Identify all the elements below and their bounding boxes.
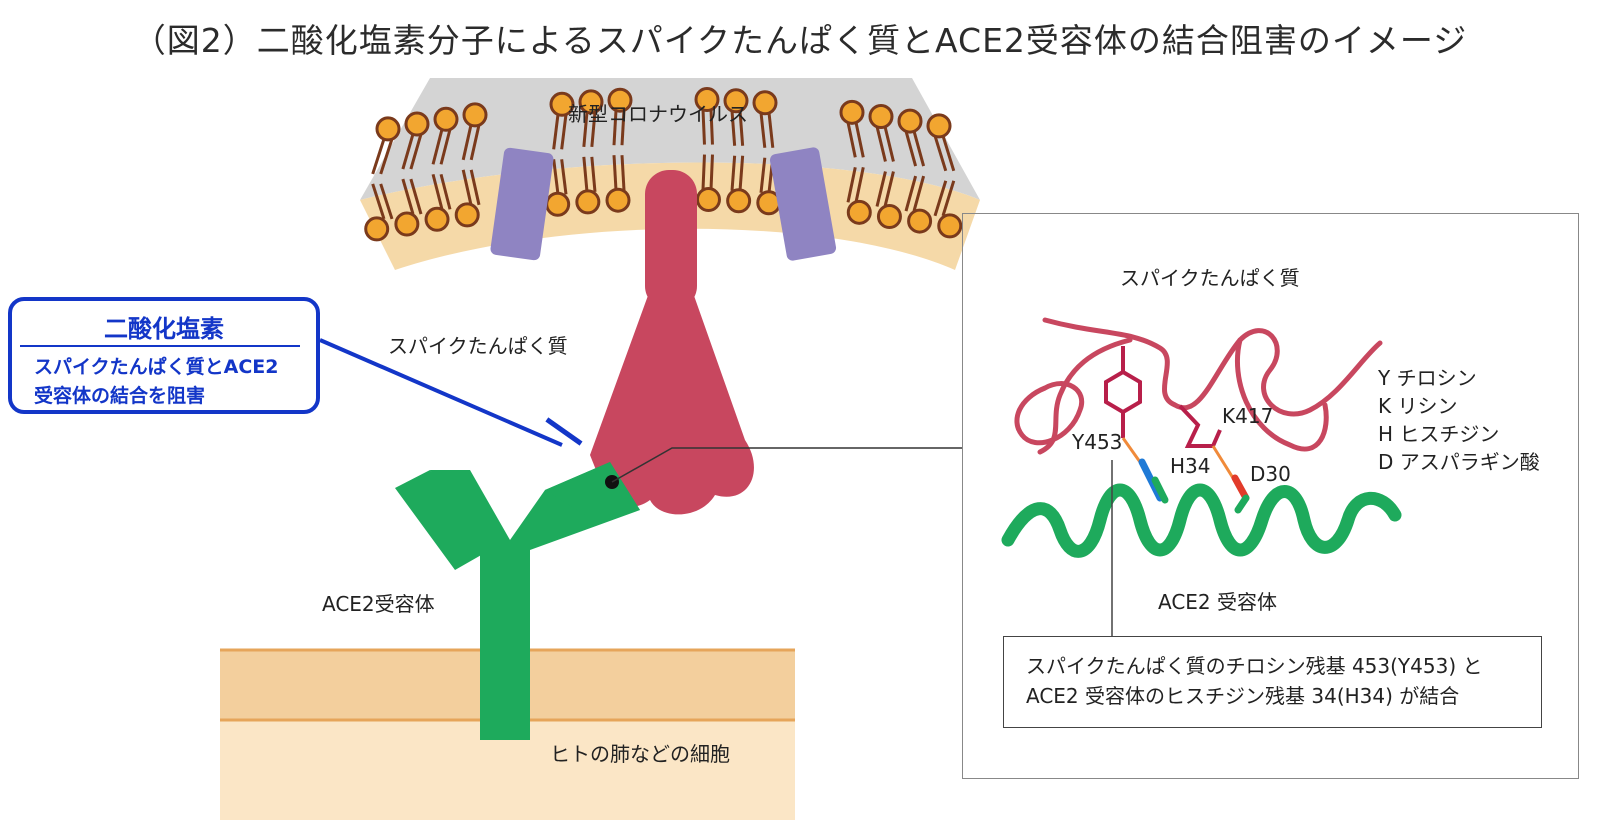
residue-y453: Y453 <box>1072 430 1123 454</box>
lipid-molecule <box>545 91 575 217</box>
residue-k417: K417 <box>1222 404 1274 428</box>
tyrosine-sidechain <box>1104 346 1142 438</box>
legend-k: K リシン <box>1378 394 1458 418</box>
figure-title: （図2）二酸化塩素分子によるスパイクたんぱく質とACE2受容体の結合阻害のイメー… <box>132 21 1468 60</box>
legend-h: H ヒスチジン <box>1378 422 1500 446</box>
lysine-sidechain <box>1178 404 1222 448</box>
ace2-label: ACE2受容体 <box>322 592 435 616</box>
cell-label: ヒトの肺などの細胞 <box>550 742 730 766</box>
lipid-molecule <box>454 102 488 228</box>
callout-line-1: スパイクたんぱく質とACE2 <box>34 356 279 378</box>
membrane-channel <box>490 147 554 261</box>
callout-divider <box>20 345 300 347</box>
lipid-molecule <box>424 106 459 232</box>
spike-protein <box>590 170 754 515</box>
callout-line-2: 受容体の結合を阻害 <box>34 385 206 407</box>
binding-note-text: スパイクたんぱく質のチロシン残基 453(Y453) と ACE2 受容体のヒス… <box>1026 651 1483 711</box>
lipid-molecule <box>694 87 721 213</box>
detail-spike-label: スパイクたんぱく質 <box>1120 266 1300 290</box>
residue-h34: H34 <box>1170 454 1211 478</box>
lipid-bilayer <box>364 87 963 242</box>
detail-ace2-label: ACE2 受容体 <box>1158 590 1278 614</box>
lipid-molecule <box>868 104 902 230</box>
callout-heading: 二酸化塩素 <box>104 315 224 343</box>
lipid-molecule <box>926 113 963 239</box>
spike-label: スパイクたんぱく質 <box>388 334 568 358</box>
inhibitor-bar <box>545 417 583 446</box>
leader-line <box>611 447 962 483</box>
lipid-molecule <box>752 90 782 216</box>
note-line-1: スパイクたんぱく質のチロシン残基 453(Y453) と <box>1026 654 1483 678</box>
legend-y: Y チロシン <box>1378 366 1477 390</box>
residue-d30: D30 <box>1250 462 1291 486</box>
aspartate-sidechain <box>1231 474 1250 514</box>
salt-bridge <box>1211 445 1235 479</box>
lipid-molecule <box>394 111 430 237</box>
legend-d: D アスパラギン酸 <box>1378 450 1540 474</box>
lipid-molecule <box>364 116 401 242</box>
lipid-molecule <box>723 88 752 214</box>
detail-spike-ribbon <box>1014 317 1383 455</box>
callout-body: スパイクたんぱく質とACE2 受容体の結合を阻害 <box>34 353 278 411</box>
lipid-molecule <box>575 89 604 215</box>
virus-label: 新型コロナウイルス <box>568 102 748 126</box>
lipid-molecule <box>839 99 872 225</box>
lipid-molecule <box>605 87 633 213</box>
chlorine-dioxide-callout: 二酸化塩素 スパイクたんぱく質とACE2 受容体の結合を阻害 <box>8 297 320 414</box>
note-line-2: ACE2 受容体のヒスチジン残基 34(H34) が結合 <box>1026 684 1460 708</box>
detail-panel <box>962 213 1579 779</box>
h-bond <box>1121 437 1142 463</box>
detail-ace2-helix <box>1001 483 1402 558</box>
lipid-molecule <box>897 108 933 234</box>
ace2-receptor <box>395 462 640 740</box>
binding-note: スパイクたんぱく質のチロシン残基 453(Y453) と ACE2 受容体のヒス… <box>1003 636 1542 728</box>
histidine-sidechain <box>1138 458 1169 504</box>
inhibitor-line <box>319 338 563 447</box>
membrane-channel <box>769 147 837 261</box>
